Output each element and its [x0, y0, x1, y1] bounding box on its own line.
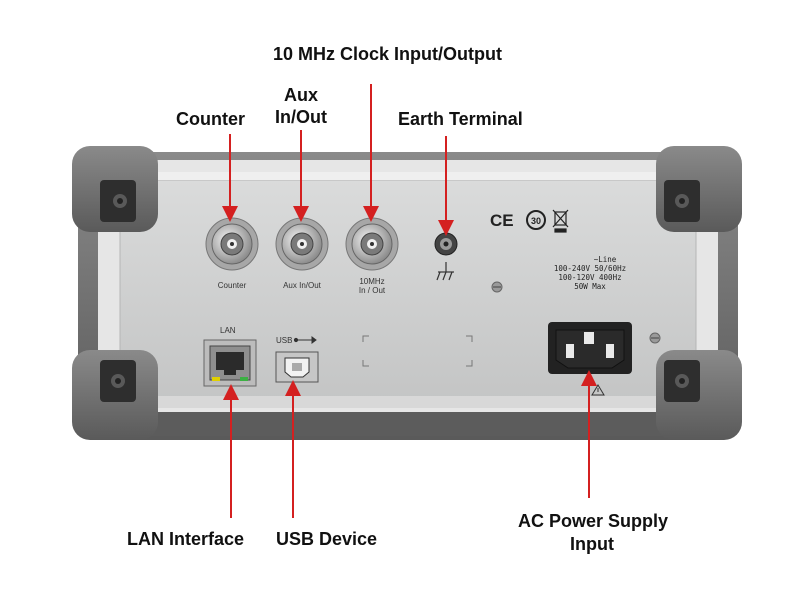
- aux-bnc-connector: [275, 217, 329, 271]
- usb-panel-label: USB: [276, 336, 292, 345]
- svg-text:100-120V 400Hz: 100-120V 400Hz: [558, 273, 621, 282]
- svg-text:~Line: ~Line: [594, 255, 617, 264]
- aux-callout-line2: In/Out: [275, 107, 327, 127]
- svg-text:30: 30: [531, 216, 541, 226]
- lan-port: [203, 339, 257, 387]
- certification-marks: CE 30: [490, 209, 569, 233]
- lan-callout: LAN Interface: [127, 529, 245, 549]
- svg-text:100-240V 50/60Hz: 100-240V 50/60Hz: [554, 264, 626, 273]
- clock-panel-label-line1: 10MHz: [359, 277, 384, 286]
- ac-power-inlet: [548, 322, 632, 374]
- svg-text:50W Max: 50W Max: [574, 282, 606, 291]
- usb-callout: USB Device: [276, 529, 378, 549]
- lan-panel-label: LAN: [220, 326, 236, 335]
- counter-panel-label: Counter: [218, 281, 247, 290]
- counter-bnc-connector: [205, 217, 259, 271]
- instrument-body: [72, 146, 742, 440]
- bumper-bottom-right: [656, 350, 742, 440]
- earth-callout: Earth Terminal: [398, 109, 523, 129]
- clock-panel-label-line2: In / Out: [359, 286, 386, 295]
- ac-power-callout-line2: Input: [570, 534, 614, 554]
- blank-area-corner-marks: [362, 335, 473, 367]
- power-rating-text: ~Line 100-240V 50/60Hz 100-120V 400Hz 50…: [554, 255, 626, 291]
- weee-bin-icon: [552, 209, 569, 233]
- panel-screw: [491, 281, 503, 293]
- bumper-top-left: [72, 146, 158, 232]
- panel-screw-right: [649, 332, 661, 344]
- bumper-top-right: [656, 146, 742, 232]
- earth-ground-icon: [436, 262, 454, 281]
- top-rail: [120, 172, 696, 180]
- clock-bnc-connector: [345, 217, 399, 271]
- callout-arrows: [222, 84, 597, 518]
- warning-triangle-icon: [591, 384, 605, 396]
- earth-terminal: [434, 232, 458, 256]
- counter-callout: Counter: [176, 109, 245, 129]
- bumper-bottom-left: [72, 350, 158, 440]
- ac-power-callout-line1: AC Power Supply: [518, 511, 669, 531]
- clock-callout: 10 MHz Clock Input/Output: [273, 44, 502, 64]
- aux-callout-line1: Aux: [283, 85, 318, 105]
- rohs-30-icon: 30: [526, 210, 546, 230]
- ce-mark: CE: [490, 211, 514, 230]
- usb-port: [275, 351, 319, 383]
- bottom-feet: [92, 412, 724, 436]
- bottom-rail: [120, 396, 696, 408]
- usb-symbol-icon: [293, 336, 317, 344]
- aux-panel-label: Aux In/Out: [283, 281, 322, 290]
